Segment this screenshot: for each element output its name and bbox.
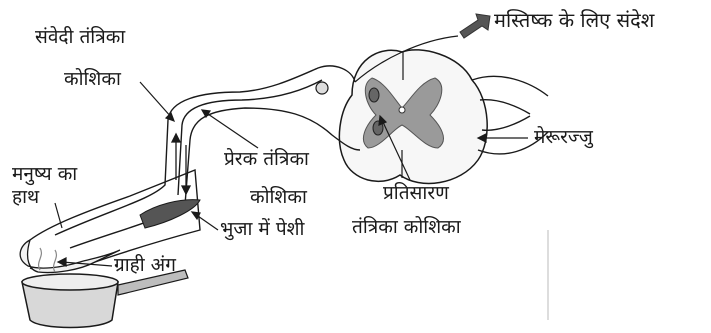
label-motor-neuron-2: कोशिका <box>250 188 307 207</box>
label-motor-neuron-1: प्रेरक तंत्रिका <box>224 150 309 169</box>
label-brain-message: मस्तिष्क के लिए संदेश <box>494 10 654 30</box>
label-relay-neuron-2: तंत्रिका कोशिका <box>352 218 461 237</box>
label-human-hand-1: मनुष्य का <box>12 165 77 184</box>
arm-muscle <box>140 200 200 228</box>
label-sensory-neuron-2: कोशिका <box>64 70 121 89</box>
label-sensory-neuron-1: संवेदी तंत्रिका <box>35 28 125 47</box>
dorsal-root-ganglion <box>316 82 328 94</box>
nerve-bundle <box>55 66 360 248</box>
label-spinal-cord: मेरूरज्जु <box>534 128 593 147</box>
label-receptor: ग्राही अंग <box>114 256 176 275</box>
label-relay-neuron-1: प्रतिसारण <box>383 184 449 203</box>
label-arm-muscle: भुजा में पेशी <box>220 220 304 239</box>
spinal-cord-section <box>339 50 487 184</box>
brain-message-arrow <box>460 14 490 38</box>
human-hand <box>20 240 120 273</box>
label-human-hand-2: हाथ <box>12 188 39 207</box>
